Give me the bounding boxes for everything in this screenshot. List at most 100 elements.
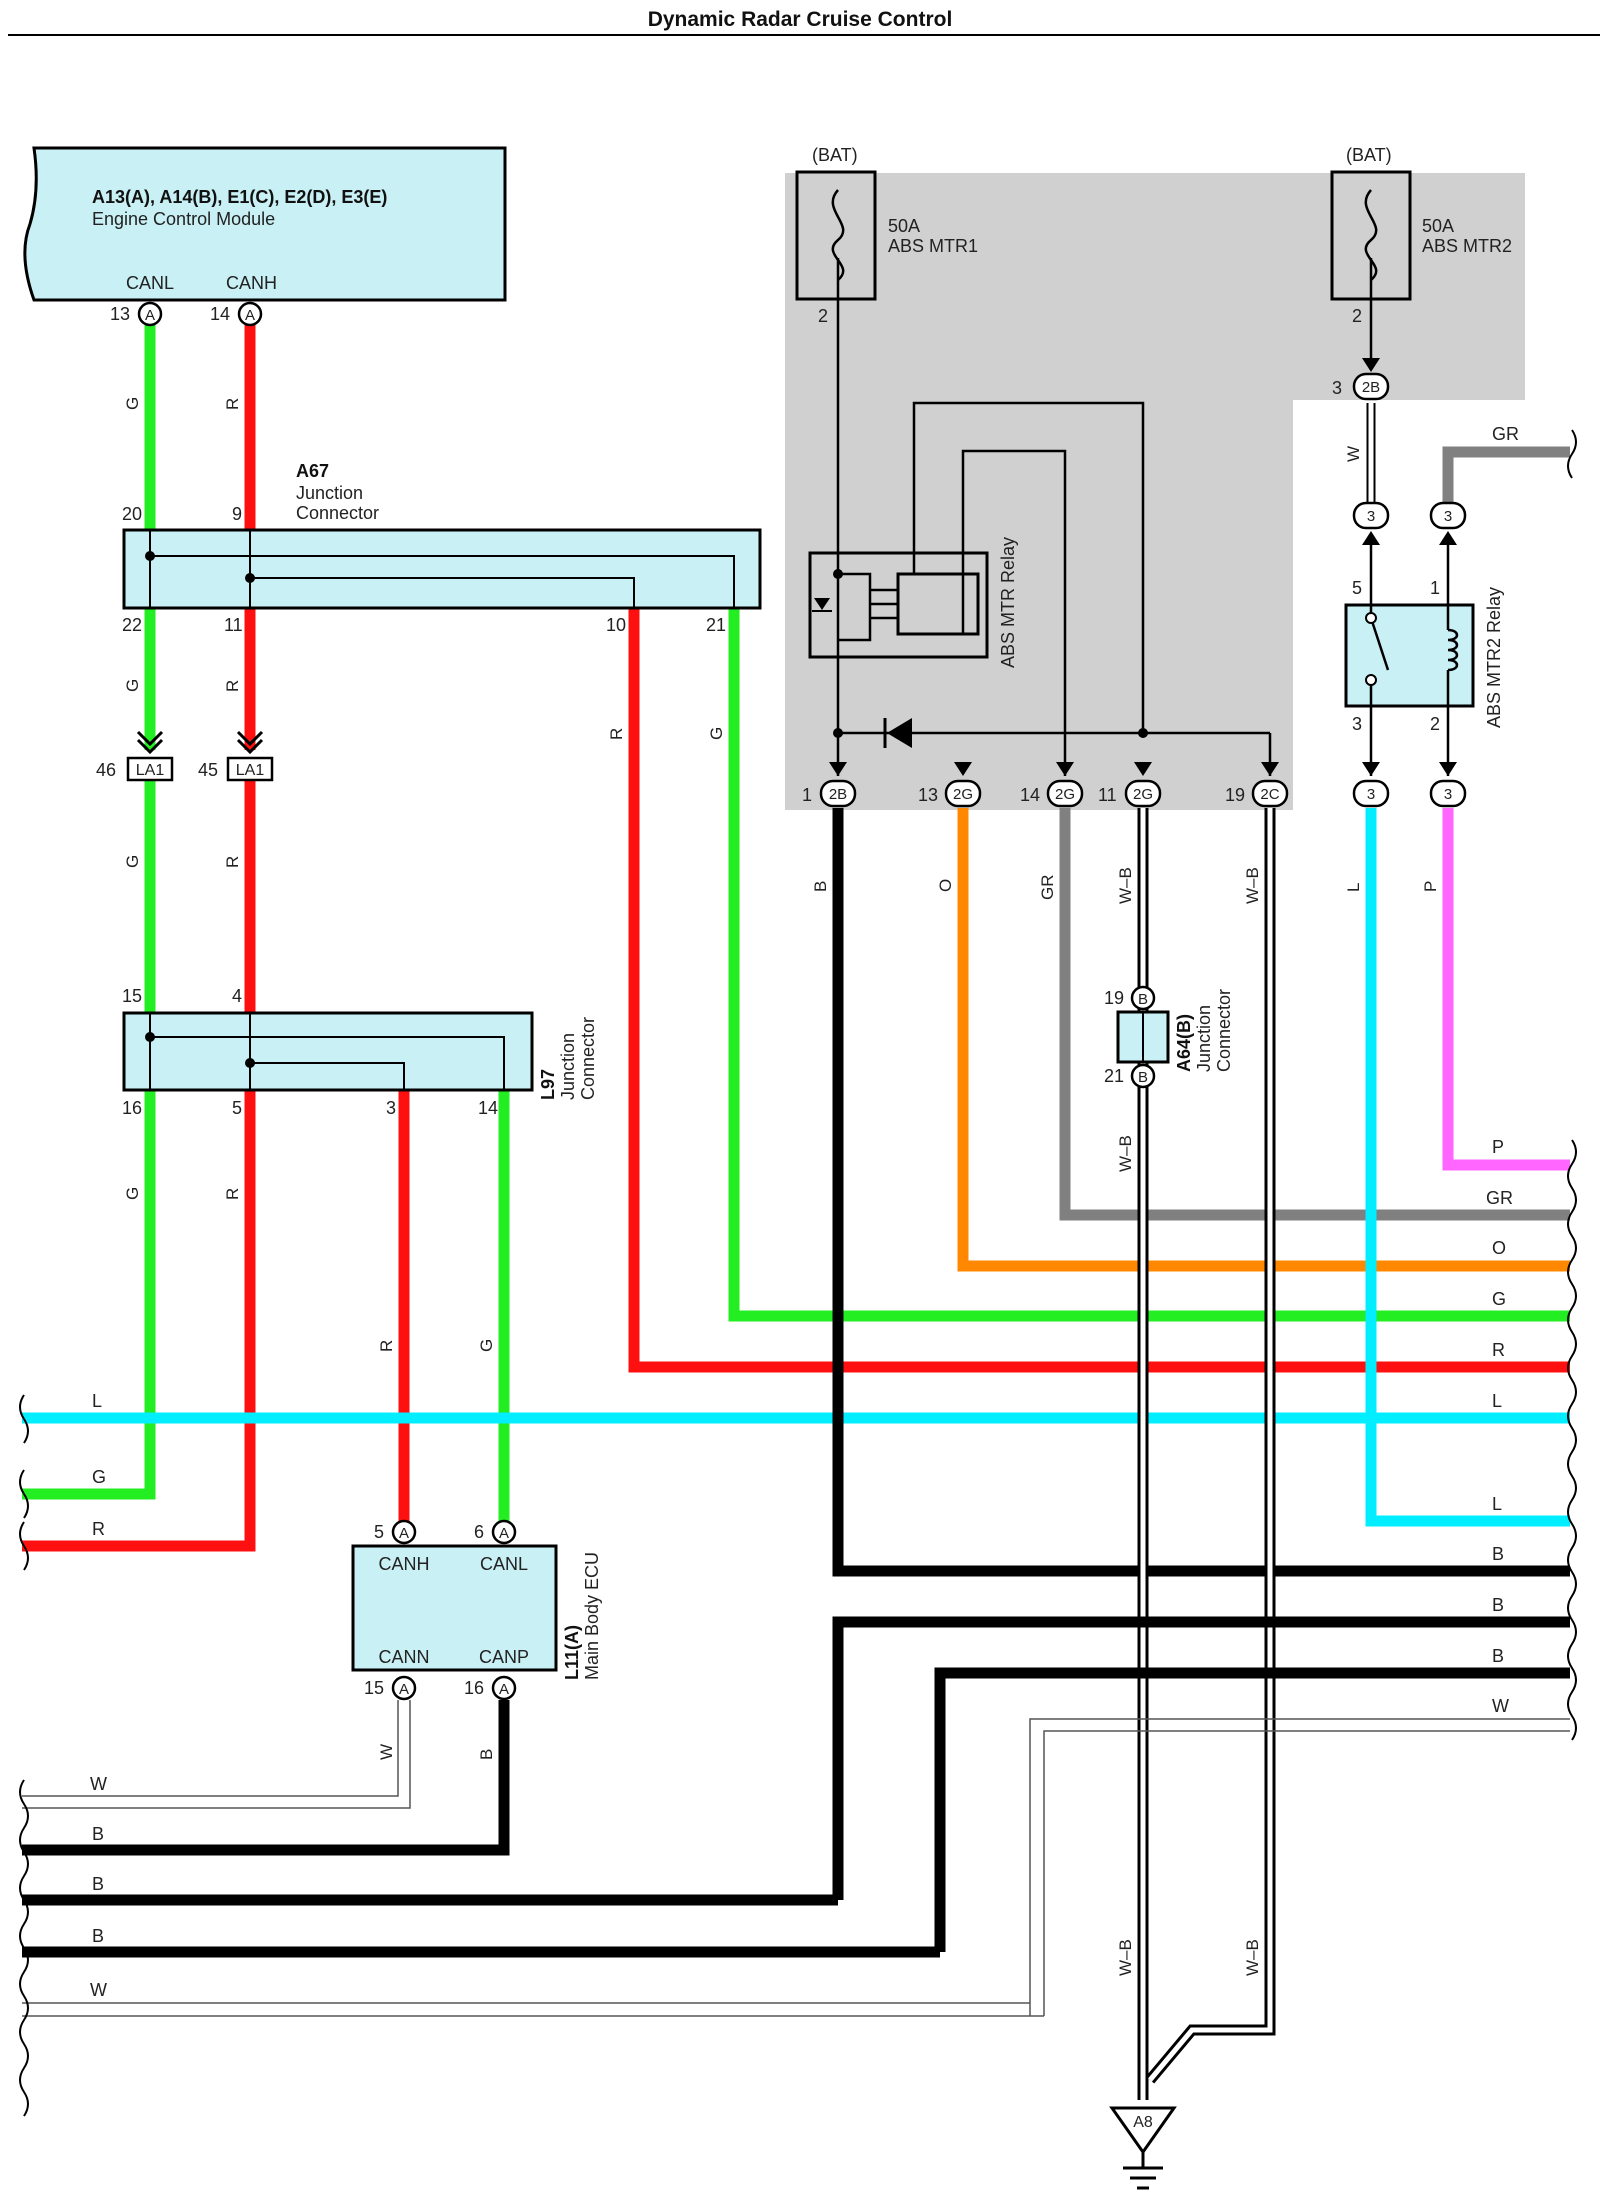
ecm-canh-label: CANH xyxy=(226,273,277,293)
svg-text:L11(A): L11(A) xyxy=(562,1625,582,1680)
a64-connector-letter: B xyxy=(1138,991,1148,1008)
svg-text:B: B xyxy=(1492,1595,1504,1615)
wire-wb-19 xyxy=(1145,808,1276,2084)
relay2-conn-code: 3 xyxy=(1367,508,1375,525)
svg-text:B: B xyxy=(477,1749,496,1760)
fuse2-amp: 50A xyxy=(1422,216,1454,236)
block-conn-pin: 19 xyxy=(1225,785,1245,805)
relay2-pin: 1 xyxy=(1430,578,1440,598)
svg-text:W–B: W–B xyxy=(1243,867,1262,904)
diode-junction xyxy=(1138,728,1148,738)
wire-b-2b xyxy=(832,808,1570,1577)
svg-text:W–B: W–B xyxy=(1243,1939,1262,1976)
svg-text:G: G xyxy=(123,397,142,410)
svg-text:G: G xyxy=(123,679,142,692)
wire-b-l11 xyxy=(22,1700,510,1856)
a67-line2: Connector xyxy=(296,503,379,523)
svg-text:GR: GR xyxy=(1492,424,1519,444)
l11-canh: CANH xyxy=(378,1554,429,1574)
a64-connector xyxy=(1130,985,1156,1011)
relay2-box xyxy=(1344,603,1475,708)
l11-canp: CANP xyxy=(479,1647,529,1667)
svg-text:R: R xyxy=(1492,1340,1505,1360)
l11-connector-letter: A xyxy=(499,1525,509,1542)
l97-internal-bus xyxy=(149,1013,505,1090)
a67-pin: 22 xyxy=(122,615,142,635)
svg-text:Main Body ECU: Main Body ECU xyxy=(582,1552,602,1680)
fuse1-pin: 2 xyxy=(818,306,828,326)
l11-connector-letter: A xyxy=(399,1525,409,1542)
svg-text:Connector: Connector xyxy=(578,1017,598,1100)
svg-text:G: G xyxy=(123,855,142,868)
a67-pin: 11 xyxy=(224,615,243,635)
wire-gr-top xyxy=(1442,446,1570,503)
wire-g-l97-left xyxy=(22,1090,156,1500)
svg-text:LA1: LA1 xyxy=(236,762,265,779)
la1-pin: 45 xyxy=(198,760,218,780)
svg-text:W: W xyxy=(1492,1696,1509,1716)
block-conn-pin: 1 xyxy=(802,785,812,805)
l11-pin: 16 xyxy=(464,1678,484,1698)
c2b-top-pin: 3 xyxy=(1332,378,1342,398)
l11-connector xyxy=(491,1675,517,1701)
wire-b-lower-2 xyxy=(934,1667,1570,1952)
ecm-connector-letter: A xyxy=(145,307,155,324)
ground-symbol xyxy=(1123,2152,1163,2190)
relay1-name: ABS MTR Relay xyxy=(998,537,1018,668)
l97-junction xyxy=(245,1058,255,1068)
a67-pin: 20 xyxy=(122,504,142,524)
a67-pin: 15 xyxy=(122,986,142,1006)
svg-text:GR: GR xyxy=(1038,875,1057,901)
relay2-pin: 2 xyxy=(1430,714,1440,734)
svg-text:L: L xyxy=(1492,1494,1502,1514)
svg-text:L: L xyxy=(1492,1391,1502,1411)
block-conn-code: 2G xyxy=(1055,786,1075,803)
block-conn-code: 2C xyxy=(1260,786,1279,803)
relay2-contact xyxy=(1365,674,1377,686)
ecm-pin: 14 xyxy=(210,304,230,324)
svg-text:R: R xyxy=(223,398,242,410)
wire-l-relay2 xyxy=(1365,808,1570,1527)
ecm-connector-letter: A xyxy=(245,307,255,324)
svg-text:G: G xyxy=(707,727,726,740)
c2b-top-arrow xyxy=(1362,358,1380,372)
ecm-name: Engine Control Module xyxy=(92,209,275,229)
svg-text:R: R xyxy=(92,1519,105,1539)
svg-text:L: L xyxy=(1344,883,1363,892)
l97-label: L97 Junction Connector xyxy=(538,1017,598,1100)
fuse2-bat: (BAT) xyxy=(1346,145,1392,165)
svg-text:LA1: LA1 xyxy=(136,762,165,779)
relay2-conn-code: 3 xyxy=(1444,508,1452,525)
ecm-connector xyxy=(237,301,263,327)
l11-pin: 5 xyxy=(374,1522,384,1542)
a64-pin: 19 xyxy=(1104,988,1124,1008)
ground-a8-triangle xyxy=(1109,2106,1177,2155)
block-conn-pin: 14 xyxy=(1020,785,1040,805)
svg-text:P: P xyxy=(1421,881,1440,892)
wire-gr-2g xyxy=(1059,808,1570,1221)
wire-w-right xyxy=(1029,1718,1570,2016)
a67-line1: Junction xyxy=(296,483,363,503)
relay-block-area xyxy=(785,173,1525,810)
l97-junction xyxy=(145,1032,155,1042)
svg-text:G: G xyxy=(123,1187,142,1200)
diagram-title: Dynamic Radar Cruise Control xyxy=(648,8,953,31)
svg-text:O: O xyxy=(1492,1238,1506,1258)
ecm-codes: A13(A), A14(B), E1(C), E2(D), E3(E) xyxy=(92,187,387,207)
left-edge-labels: L G R W B B B W xyxy=(90,1391,107,2000)
ecm-box xyxy=(23,146,507,302)
break-marks xyxy=(19,429,1577,2117)
svg-text:O: O xyxy=(936,879,955,892)
block-conn-code: 2B xyxy=(829,786,847,803)
relay2-name: ABS MTR2 Relay xyxy=(1484,587,1504,728)
block-connectors xyxy=(819,762,1289,808)
svg-text:L: L xyxy=(92,1391,102,1411)
ground-a8-label: A8 xyxy=(1133,2114,1153,2131)
a67-junction xyxy=(245,573,255,583)
wire-p-relay2 xyxy=(1442,808,1570,1171)
wire-r-a67-right xyxy=(628,608,1570,1373)
svg-text:B: B xyxy=(92,1926,104,1946)
svg-text:R: R xyxy=(223,856,242,868)
relay2-connectors xyxy=(1352,501,1467,808)
